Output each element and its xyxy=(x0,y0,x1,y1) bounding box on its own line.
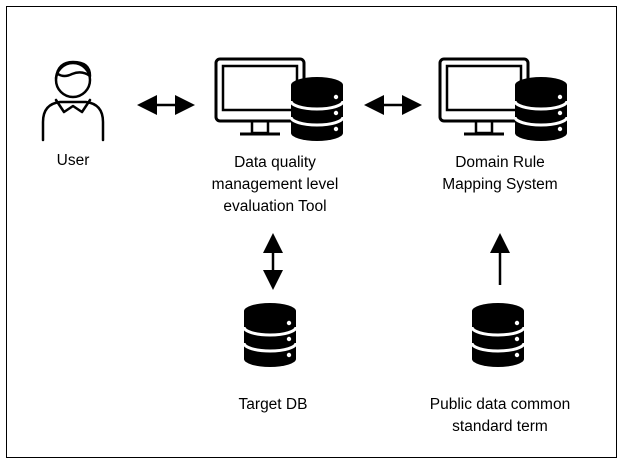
tool-computer-icon xyxy=(214,57,345,143)
tool-label-line-3: evaluation Tool xyxy=(223,198,327,215)
target-db-label-text: Target DB xyxy=(238,396,308,413)
user-icon xyxy=(41,60,105,142)
mapping-label: Domain Rule Mapping System xyxy=(405,152,595,196)
public-data-label-line-2: standard term xyxy=(452,418,548,435)
diagram-frame xyxy=(6,6,617,458)
public-data-db-icon xyxy=(470,301,526,369)
tool-label: Data quality management level evaluation… xyxy=(180,152,370,218)
user-label-text: User xyxy=(56,152,90,169)
mapping-label-line-1: Domain Rule xyxy=(455,154,545,171)
tool-label-line-1: Data quality xyxy=(234,154,316,171)
target-db-label: Target DB xyxy=(200,394,346,416)
public-data-label: Public data common standard term xyxy=(405,394,595,438)
user-label: User xyxy=(38,150,108,172)
public-data-label-line-1: Public data common xyxy=(429,396,571,413)
mapping-label-line-2: Mapping System xyxy=(442,176,558,193)
mapping-computer-icon xyxy=(438,57,569,143)
tool-label-line-2: management level xyxy=(211,176,339,193)
target-db-icon xyxy=(242,301,298,369)
